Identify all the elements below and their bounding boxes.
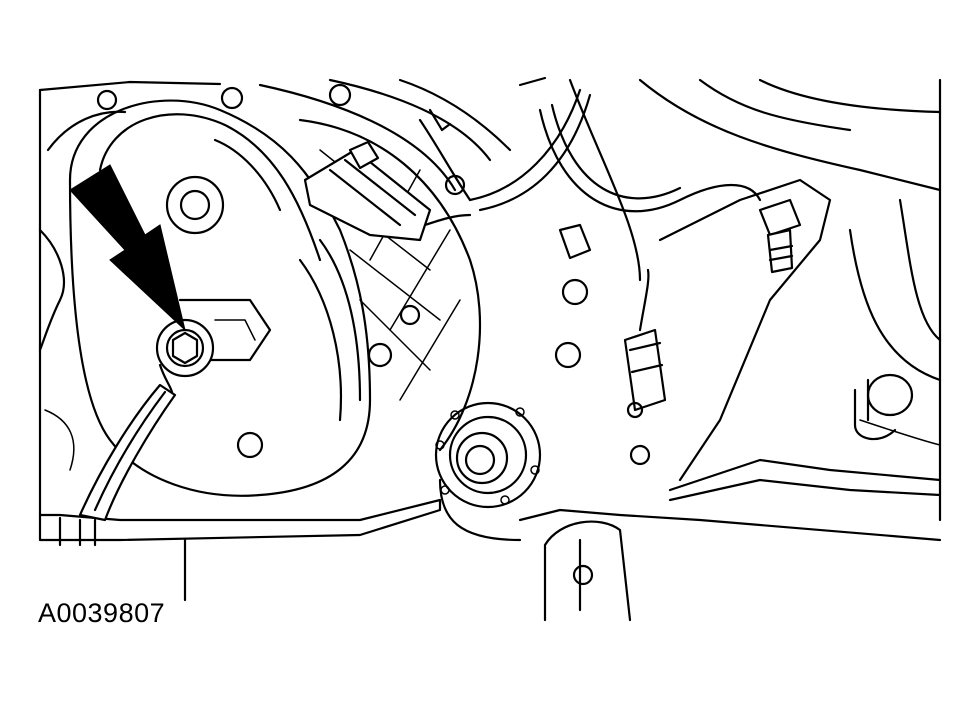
sensor-connector: [554, 223, 667, 466]
black-arrow-icon: [69, 164, 186, 332]
drain-plug-fitting: [155, 318, 215, 394]
figure-id-label: A0039807: [38, 598, 166, 628]
wiring-harness: [418, 76, 762, 282]
output-shaft-seal: [434, 401, 542, 509]
engine-block-outline: [38, 78, 942, 522]
wiring-connector: [303, 140, 472, 242]
transmission-housing: [68, 99, 372, 497]
mounting-bracket: [658, 178, 942, 502]
locating-stud: [853, 373, 914, 441]
cooler-line-tube: [38, 383, 442, 547]
lower-crossmember: [438, 478, 942, 622]
